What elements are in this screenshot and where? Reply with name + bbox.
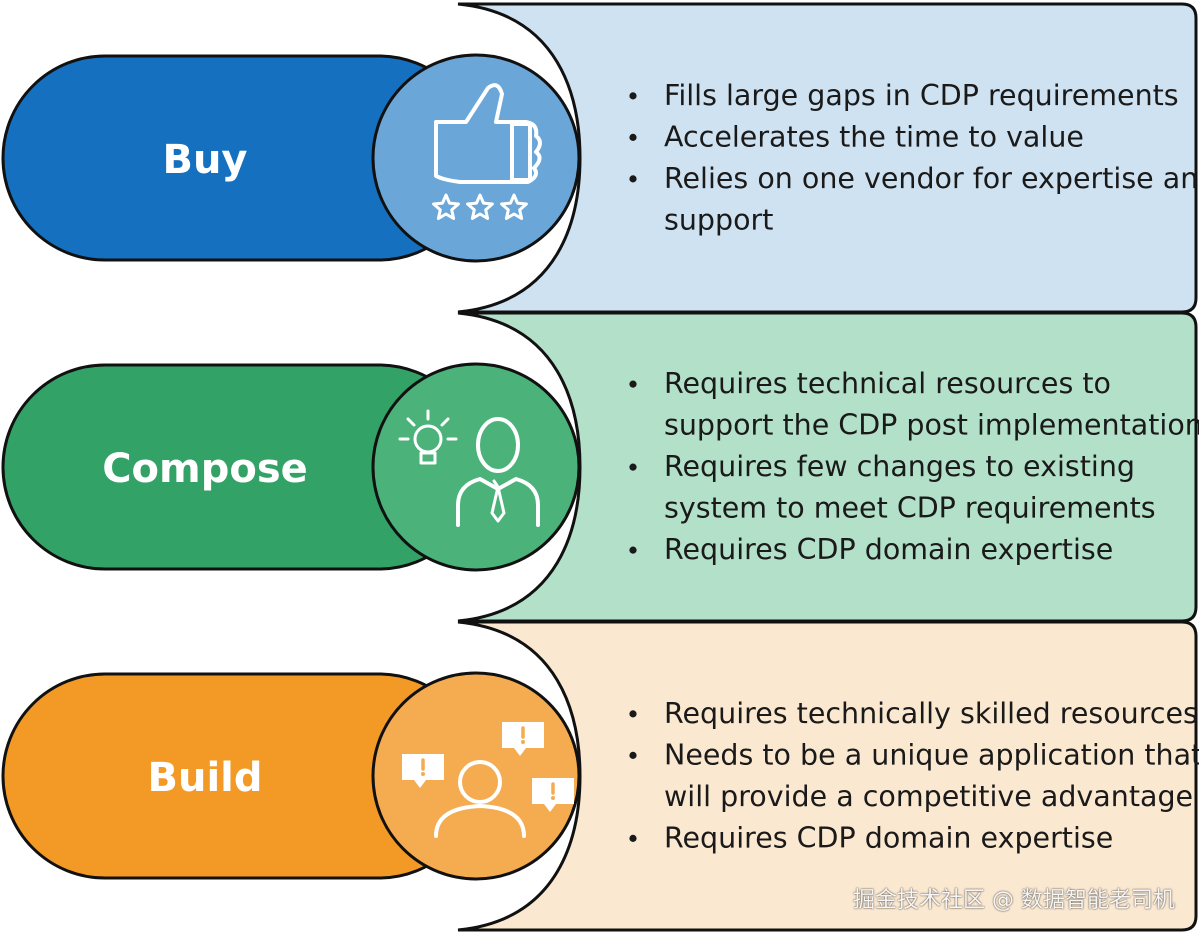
pill-label-buy: Buy	[162, 137, 247, 183]
bullet-text: system to meet CDP requirements	[664, 492, 1156, 525]
bullet-item: Requires CDP domain expertise	[629, 533, 1113, 566]
row-buy: Buy Fills large gaps in CDP requirementsA…	[1, 2, 1199, 314]
bullet-text: support	[664, 203, 773, 236]
pill-label-compose: Compose	[102, 446, 308, 492]
bullet-dot	[629, 92, 637, 100]
bullet-text: Requires CDP domain expertise	[664, 533, 1113, 566]
watermark: 掘金技术社区 @ 数据智能老司机	[853, 888, 1175, 913]
bullet-dot	[629, 175, 637, 183]
bullet-text: Requires few changes to existing	[664, 450, 1135, 483]
bullet-text: Requires technical resources to	[664, 367, 1111, 400]
bullet-item: Requires CDP domain expertise	[629, 821, 1113, 854]
pill-label-build: Build	[147, 755, 262, 801]
bullet-item: Requires few changes to existing system t…	[629, 450, 1156, 525]
bullet-dot	[629, 546, 637, 554]
bullet-item: Fills large gaps in CDP requirements	[629, 79, 1179, 112]
icon-circle-buy	[371, 53, 581, 263]
bullet-text: support the CDP post implementation	[664, 409, 1199, 442]
bullet-text: Requires CDP domain expertise	[664, 821, 1113, 854]
bullet-item: Requires technical resources to support t…	[629, 367, 1199, 442]
bullet-text: Fills large gaps in CDP requirements	[664, 79, 1179, 112]
panel-buy	[457, 2, 1198, 314]
panel-build	[457, 620, 1198, 932]
icon-circle-compose	[371, 362, 581, 572]
bullet-item: Requires technically skilled resources	[629, 697, 1198, 730]
bullet-dot	[629, 710, 637, 718]
bullet-dot	[629, 380, 637, 388]
person-speech-bubbles-icon	[402, 722, 574, 838]
bullet-dot	[629, 463, 637, 471]
panel-compose	[457, 311, 1198, 623]
bullet-text: Needs to be a unique application that	[664, 738, 1199, 771]
lightbulb-person-icon	[398, 409, 540, 527]
bullet-item: Needs to be a unique application that wil…	[629, 738, 1199, 813]
bullet-item: Relies on one vendor for expertise and su…	[629, 162, 1199, 236]
bullet-text: will provide a competitive advantage	[664, 780, 1193, 813]
bullet-dot	[629, 133, 637, 141]
thumbs-up-stars-icon	[432, 83, 542, 220]
bullet-text: Requires technically skilled resources	[664, 697, 1198, 730]
row-build: Build Requires technically skilled resour…	[1, 620, 1199, 932]
bullet-dot	[629, 751, 637, 759]
row-compose: Compose Requires technical resources to su…	[1, 311, 1199, 623]
bullet-text: Relies on one vendor for expertise and	[664, 162, 1199, 195]
bullet-text: Accelerates the time to value	[664, 120, 1084, 153]
bullet-dot	[629, 834, 637, 842]
bullet-item: Accelerates the time to value	[629, 120, 1084, 153]
